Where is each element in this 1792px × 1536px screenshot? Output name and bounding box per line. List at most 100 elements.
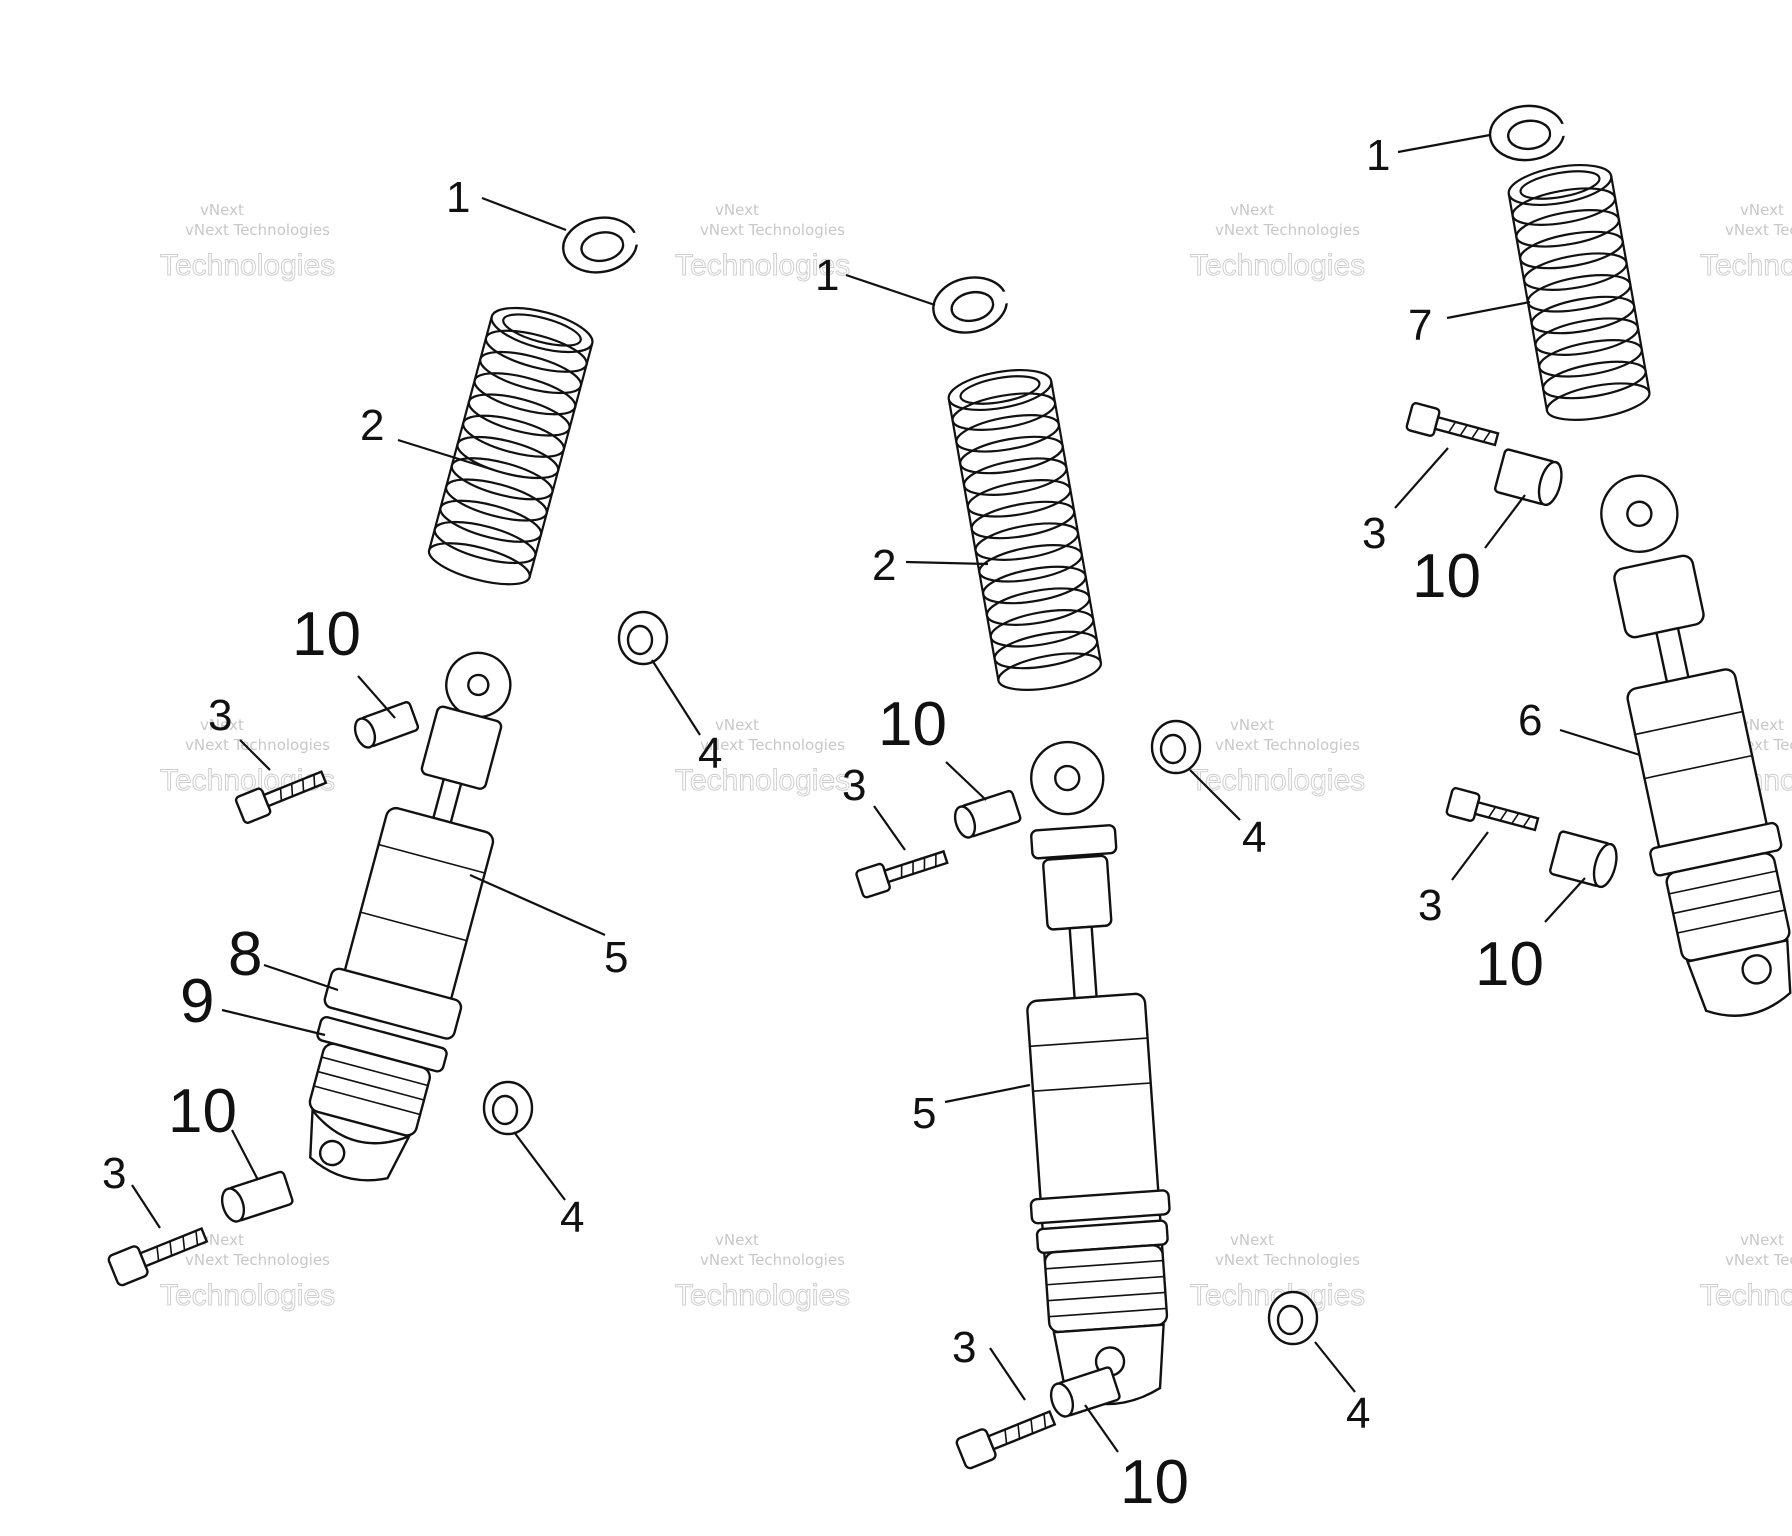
callout-label: 1 (1366, 131, 1390, 180)
callout-label: 5 (604, 933, 628, 982)
watermark-line3: Technologies (1190, 764, 1365, 797)
circlip-part (1488, 104, 1570, 162)
watermark-line3: Technologies (160, 1279, 335, 1312)
watermark-line2: vNext Technologies (1725, 221, 1792, 239)
callout-label: 3 (952, 1323, 976, 1372)
leader-line (357, 675, 396, 719)
bushing-part (1267, 1290, 1319, 1346)
watermark: vNext vNext Technologies Technologies (1700, 201, 1792, 283)
callout-label: 3 (842, 761, 866, 810)
watermark: vNext vNext Technologies Technologies (675, 716, 851, 798)
bolt-part (234, 770, 328, 824)
callout-label: 10 (1412, 542, 1481, 611)
watermark-line1: vNext (715, 716, 759, 734)
leader-line (263, 963, 339, 992)
leader-line (651, 659, 701, 736)
bushing-part (482, 1080, 534, 1136)
bushing-part (1150, 719, 1202, 775)
watermark-group: vNext vNext Technologies Technologies vN… (160, 201, 1792, 1313)
leader-line (944, 1083, 1031, 1104)
callout-label: 2 (360, 401, 384, 450)
callout-label: 4 (560, 1193, 584, 1242)
leader-line (1314, 1341, 1356, 1393)
watermark-line2: vNext Technologies (185, 1251, 330, 1269)
sleeve-part (1494, 448, 1563, 507)
leader-line (231, 1129, 259, 1181)
watermark-line3: Technologies (675, 249, 850, 282)
leader-line (239, 739, 271, 771)
watermark-line1: vNext (1230, 716, 1274, 734)
right-shock-assembly: 1 7 3 10 6 3 10 (1362, 104, 1792, 1017)
bushing-part (617, 610, 669, 666)
coil-spring-part (427, 306, 594, 586)
sleeve-part (1549, 830, 1618, 889)
leader-line (1544, 877, 1586, 923)
shock-absorber-part (1026, 740, 1171, 1406)
coil-spring-part (947, 369, 1103, 691)
coil-spring-part (1507, 164, 1651, 421)
leader-line (873, 805, 906, 851)
watermark-line2: vNext Technologies (1215, 1251, 1360, 1269)
watermark-line2: vNext Technologies (1725, 1251, 1792, 1269)
bolt-part (955, 1409, 1057, 1470)
callout-label: 8 (228, 920, 262, 989)
watermark: vNext vNext Technologies Technologies (675, 1231, 851, 1313)
watermark-line2: vNext Technologies (700, 1251, 845, 1269)
watermark-line1: vNext (200, 201, 244, 219)
leader-line (1397, 133, 1491, 154)
leader-line (989, 1347, 1026, 1401)
sleeve-part (353, 701, 420, 749)
shock-absorber-part (1600, 474, 1792, 1017)
bolt-part (855, 849, 949, 899)
bolt-part (1445, 787, 1540, 832)
callout-label: 3 (1418, 881, 1442, 930)
watermark-line2: vNext Technologies (185, 736, 330, 754)
watermark-line1: vNext (1230, 201, 1274, 219)
circlip-part (562, 216, 643, 274)
leader-line (1484, 494, 1526, 549)
callout-label: 1 (446, 173, 470, 222)
watermark-line3: Technologies (1700, 1279, 1792, 1312)
leader-line (131, 1184, 161, 1229)
callout-label: 2 (872, 541, 896, 590)
leader-line (481, 196, 567, 232)
watermark: vNext vNext Technologies Technologies (1190, 201, 1366, 283)
left-shock-assembly: 1 2 10 3 4 5 8 9 10 3 4 (102, 173, 722, 1287)
bolt-part (107, 1226, 209, 1287)
leader-line (397, 438, 495, 472)
leader-line (221, 1008, 326, 1037)
callout-label: 10 (1120, 1448, 1189, 1517)
leader-line (1189, 769, 1241, 821)
callout-label: 3 (208, 691, 232, 740)
sleeve-part (953, 789, 1022, 839)
leader-line (905, 560, 989, 566)
watermark: vNext vNext Technologies Technologies (160, 201, 336, 283)
leader-line (1084, 1404, 1119, 1453)
leader-line (1394, 447, 1449, 509)
sleeve-part (220, 1170, 294, 1223)
leader-line (1451, 831, 1489, 881)
watermark: vNext vNext Technologies Technologies (160, 1231, 336, 1313)
watermark-line1: vNext (200, 1231, 244, 1249)
sleeve-part (1049, 1366, 1121, 1418)
watermark-line2: vNext Technologies (185, 221, 330, 239)
callout-label: 4 (1242, 813, 1266, 862)
bolt-part (1405, 402, 1500, 447)
watermark-line1: vNext (715, 1231, 759, 1249)
watermark-line2: vNext Technologies (700, 736, 845, 754)
leader-line (1559, 728, 1641, 757)
watermark: vNext vNext Technologies Technologies (1700, 1231, 1792, 1313)
callout-label: 10 (878, 690, 947, 759)
leader-line (945, 761, 987, 801)
callout-label: 4 (1346, 1389, 1370, 1438)
callout-label: 3 (102, 1149, 126, 1198)
shock-absorber-part (308, 651, 512, 1182)
callout-label: 6 (1518, 696, 1542, 745)
callout-label: 10 (168, 1077, 237, 1146)
watermark-line2: vNext Technologies (1215, 736, 1360, 754)
watermark-line3: Technologies (160, 249, 335, 282)
leader-line (469, 873, 606, 937)
middle-shock-assembly: 1 2 10 3 4 5 3 10 4 (815, 251, 1370, 1517)
watermark-line3: Technologies (675, 1279, 850, 1312)
callout-label: 3 (1362, 509, 1386, 558)
